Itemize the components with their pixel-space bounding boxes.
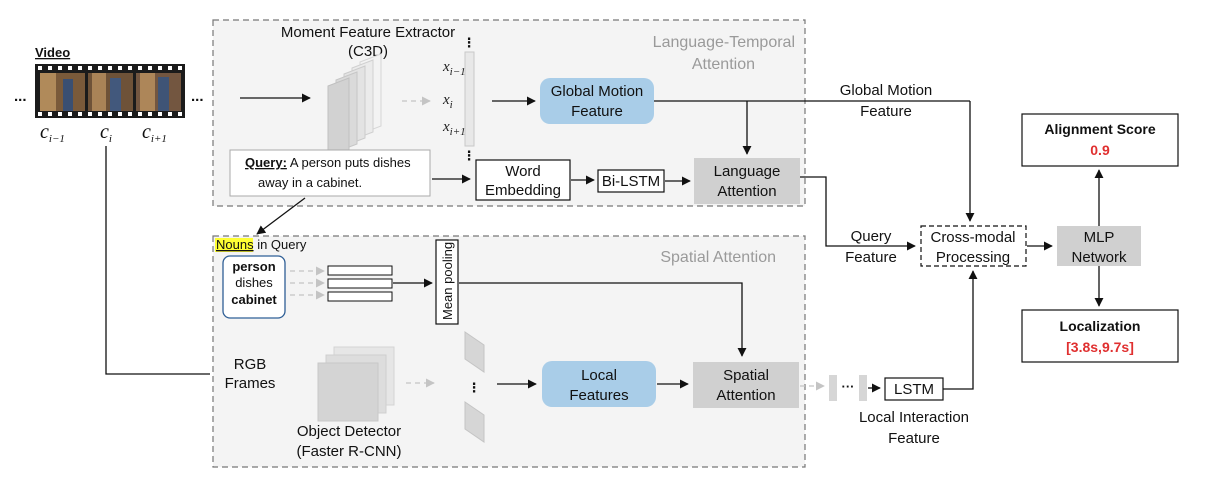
- feature-x-current: xi: [442, 92, 453, 111]
- crossmodal-label-2: Processing: [936, 249, 1010, 266]
- c3d-volume-icon: [327, 53, 382, 159]
- mlp-network-block: [1057, 226, 1141, 266]
- word-embedding-block: [475, 159, 571, 201]
- feature-x-prev: xi−1: [442, 59, 466, 78]
- global-motion-block-label-1: Global Motion: [551, 83, 644, 100]
- video-label: Video: [35, 45, 70, 60]
- feature-x-next: xi+1: [442, 119, 466, 138]
- local-feature-slab-bottom: [464, 401, 485, 443]
- local-feature-slab-top: [464, 331, 485, 373]
- mlp-label-1: MLP: [1084, 229, 1115, 246]
- nouns-box: [222, 255, 286, 319]
- spatial-attention-label-1: Spatial: [723, 367, 769, 384]
- global-motion-block-label-2: Feature: [571, 103, 623, 120]
- local-features-block: [542, 361, 656, 407]
- bilstm-block: [597, 169, 665, 193]
- noun-embedding-bars: [327, 265, 393, 302]
- word-embedding-label-2: Embedding: [485, 182, 561, 199]
- extractor-title-2: (C3D): [348, 43, 388, 60]
- object-detector-label-2: (Faster R-CNN): [297, 443, 402, 460]
- query-text-line2: away in a cabinet.: [258, 175, 362, 190]
- query-feature-label-2: Feature: [845, 249, 897, 266]
- local-interaction-label-2: Feature: [888, 430, 940, 447]
- global-motion-edge-label-1: Global Motion: [840, 82, 933, 99]
- mean-pooling-block: [435, 239, 459, 325]
- video-ellipsis-left: ...: [14, 88, 27, 105]
- localization-value: [3.8s,9.7s]: [1066, 339, 1134, 355]
- noun-dishes: dishes: [235, 275, 273, 290]
- mlp-label-2: Network: [1071, 249, 1127, 266]
- local-features-label-1: Local: [581, 367, 617, 384]
- localization-title: Localization: [1060, 318, 1141, 334]
- svg-text:⋮: ⋮: [463, 148, 476, 163]
- local-features-label-2: Features: [569, 387, 628, 404]
- language-attention-block: [694, 158, 800, 204]
- spatial-panel-title: Spatial Attention: [660, 249, 776, 266]
- mean-pooling-label: Mean pooling: [440, 242, 455, 320]
- rgb-frames-label-2: Frames: [225, 375, 276, 392]
- spatial-attention-panel: [212, 235, 806, 468]
- extractor-title-1: Moment Feature Extractor: [281, 24, 455, 41]
- language-attention-label-1: Language: [714, 163, 781, 180]
- film-strip: [35, 64, 185, 118]
- clip-label-current: ci: [100, 121, 112, 145]
- noun-person: person: [232, 259, 275, 274]
- svg-text:···: ···: [842, 379, 855, 394]
- global-motion-feature-block: [540, 78, 654, 124]
- nouns-header: Nouns in Query: [216, 237, 307, 252]
- noun-cabinet: cabinet: [231, 292, 277, 307]
- local-interaction-label-1: Local Interaction: [859, 409, 969, 426]
- svg-text:⋮: ⋮: [463, 35, 476, 50]
- query-box: [229, 149, 431, 197]
- spatial-attention-label-2: Attention: [716, 387, 775, 404]
- temporal-panel-title-2: Attention: [692, 56, 755, 73]
- localization-box: [1021, 309, 1179, 363]
- crossmodal-label-1: Cross-modal: [930, 229, 1015, 246]
- video-ellipsis-right: ...: [191, 88, 204, 105]
- temporal-panel-title-1: Language-Temporal: [653, 34, 795, 51]
- alignment-score-value: 0.9: [1090, 142, 1110, 158]
- rgb-frames-label-1: RGB: [234, 356, 267, 373]
- alignment-score-title: Alignment Score: [1044, 121, 1155, 137]
- svg-text:⋮: ⋮: [468, 380, 481, 395]
- feature-sequence: [464, 51, 475, 147]
- query-text-line1: Query:A person puts dishes: [245, 155, 411, 170]
- object-detector-label-1: Object Detector: [297, 423, 401, 440]
- bilstm-label: Bi-LSTM: [602, 173, 660, 190]
- crossmodal-processing-block: [920, 225, 1027, 267]
- lstm-label: LSTM: [894, 381, 934, 398]
- clip-label-next: ci+1: [142, 121, 167, 145]
- spatial-attention-block: [693, 362, 799, 408]
- global-motion-edge-label-2: Feature: [860, 103, 912, 120]
- clip-label-prev: ci−1: [40, 121, 65, 145]
- language-attention-label-2: Attention: [717, 183, 776, 200]
- word-embedding-label-1: Word: [505, 163, 541, 180]
- nouns-highlight: [215, 238, 253, 252]
- query-feature-label-1: Query: [851, 228, 892, 245]
- alignment-score-box: [1021, 113, 1179, 167]
- object-detector-frames-icon: [317, 346, 395, 422]
